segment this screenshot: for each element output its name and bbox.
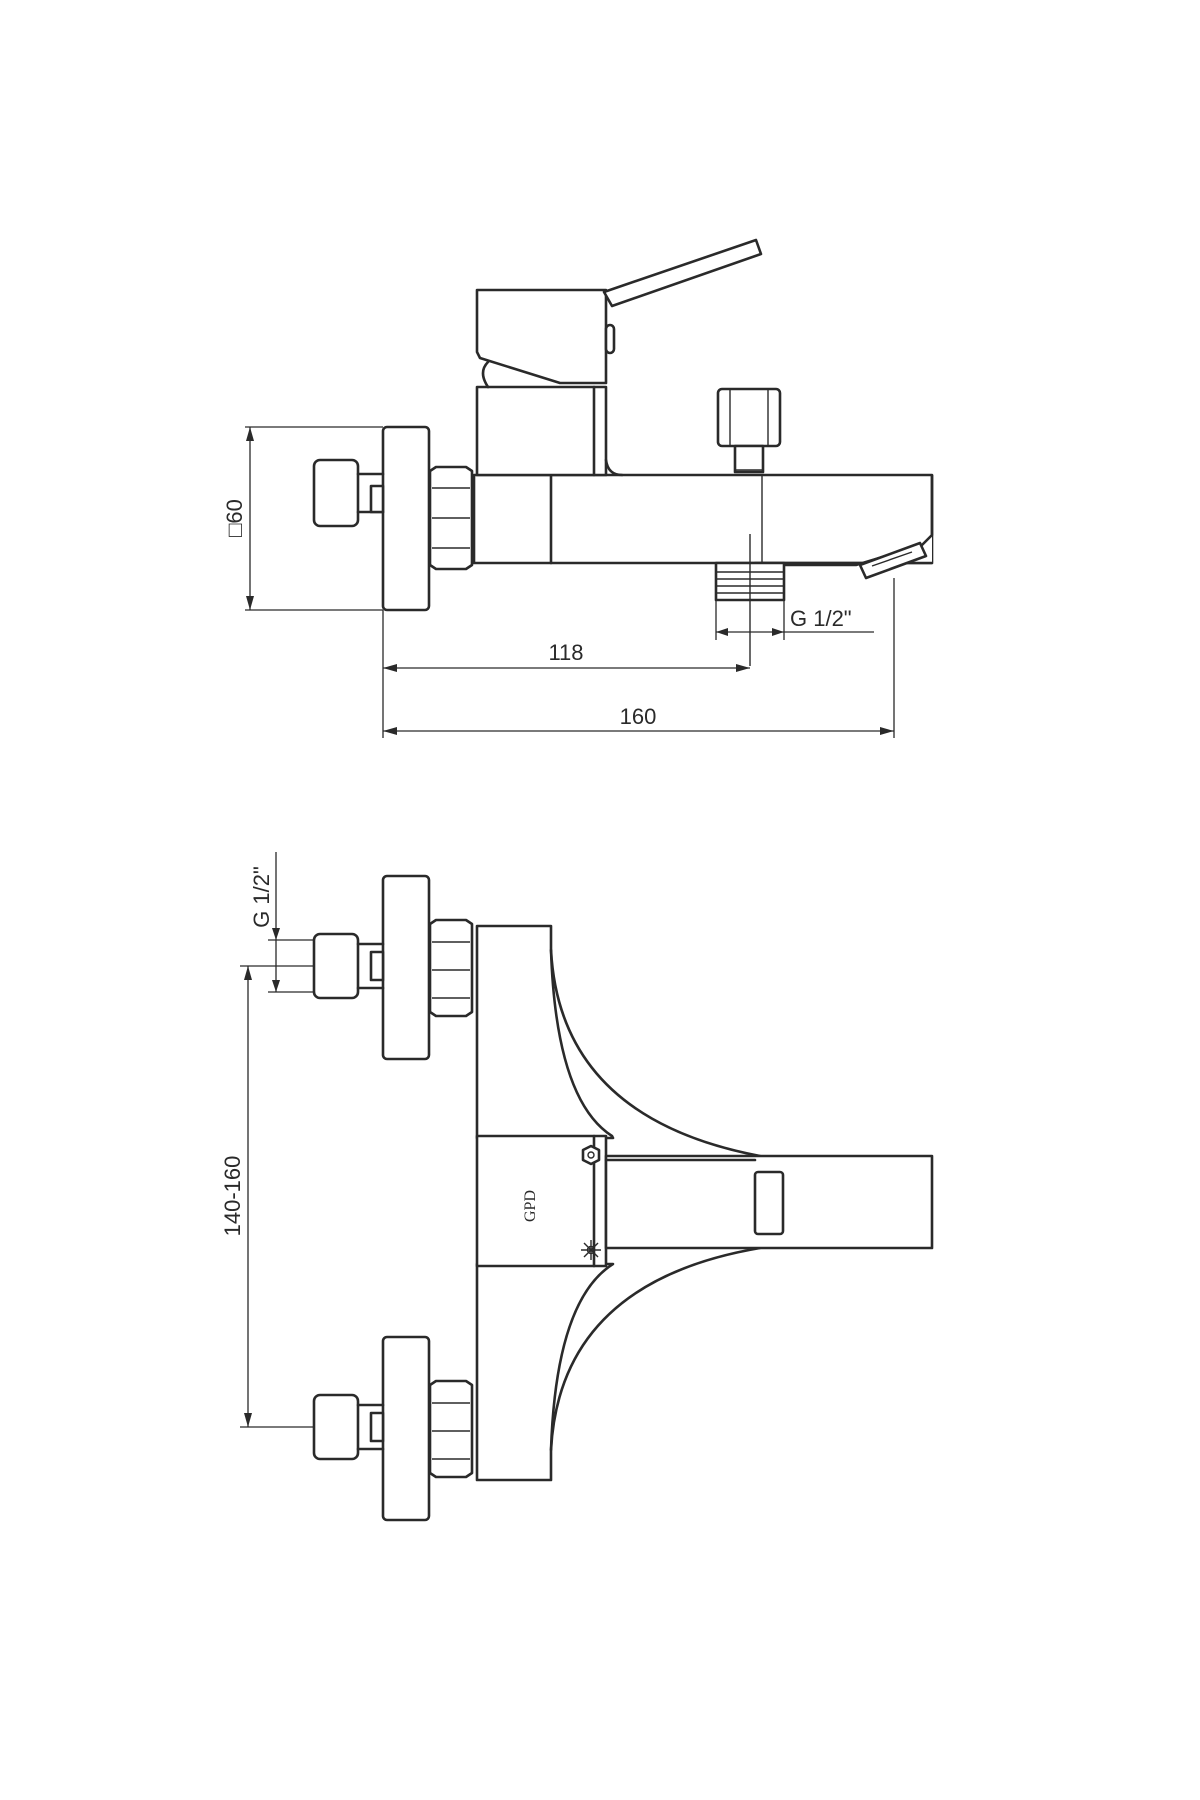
top-logo-text: GPD xyxy=(522,1190,539,1222)
sun-icon xyxy=(581,1240,601,1260)
side-aerator xyxy=(858,541,928,580)
top-inlet-upper xyxy=(312,874,474,1061)
top-dim-spacing-label: 140-160 xyxy=(220,1156,245,1237)
top-logo: GPD xyxy=(522,1190,539,1222)
side-dim-square-label: □60 xyxy=(222,499,247,537)
side-dim-thread: G 1/2" xyxy=(715,600,874,640)
top-hex-screw xyxy=(581,1144,601,1166)
side-hex-nut xyxy=(428,465,474,571)
side-eccentric-connector xyxy=(312,458,385,528)
side-diverter-knob xyxy=(716,387,782,474)
side-wall-flange xyxy=(381,425,431,612)
side-dim-square: □60 xyxy=(222,426,383,611)
side-dim-total-label: 160 xyxy=(620,704,657,729)
top-mixer-body xyxy=(475,924,615,1140)
top-view: GPD xyxy=(220,852,934,1522)
side-dim-thread-label: G 1/2" xyxy=(790,606,852,631)
side-mixer-body xyxy=(472,473,934,565)
side-handle-body xyxy=(475,288,608,385)
top-inlet-lower xyxy=(312,1335,474,1522)
top-dim-thread: G 1/2" xyxy=(249,852,314,993)
side-lever xyxy=(602,238,763,308)
top-dim-thread-label: G 1/2" xyxy=(249,866,274,928)
side-view: □60 G 1/2" 118 160 xyxy=(222,238,934,738)
side-dim-outlet: 118 xyxy=(382,610,750,738)
side-dim-total: 160 xyxy=(383,578,895,738)
top-dim-spacing: 140-160 xyxy=(220,965,314,1428)
side-dim-outlet-label: 118 xyxy=(548,640,583,665)
top-diverter xyxy=(753,1170,785,1236)
side-cartridge-housing xyxy=(475,385,608,477)
